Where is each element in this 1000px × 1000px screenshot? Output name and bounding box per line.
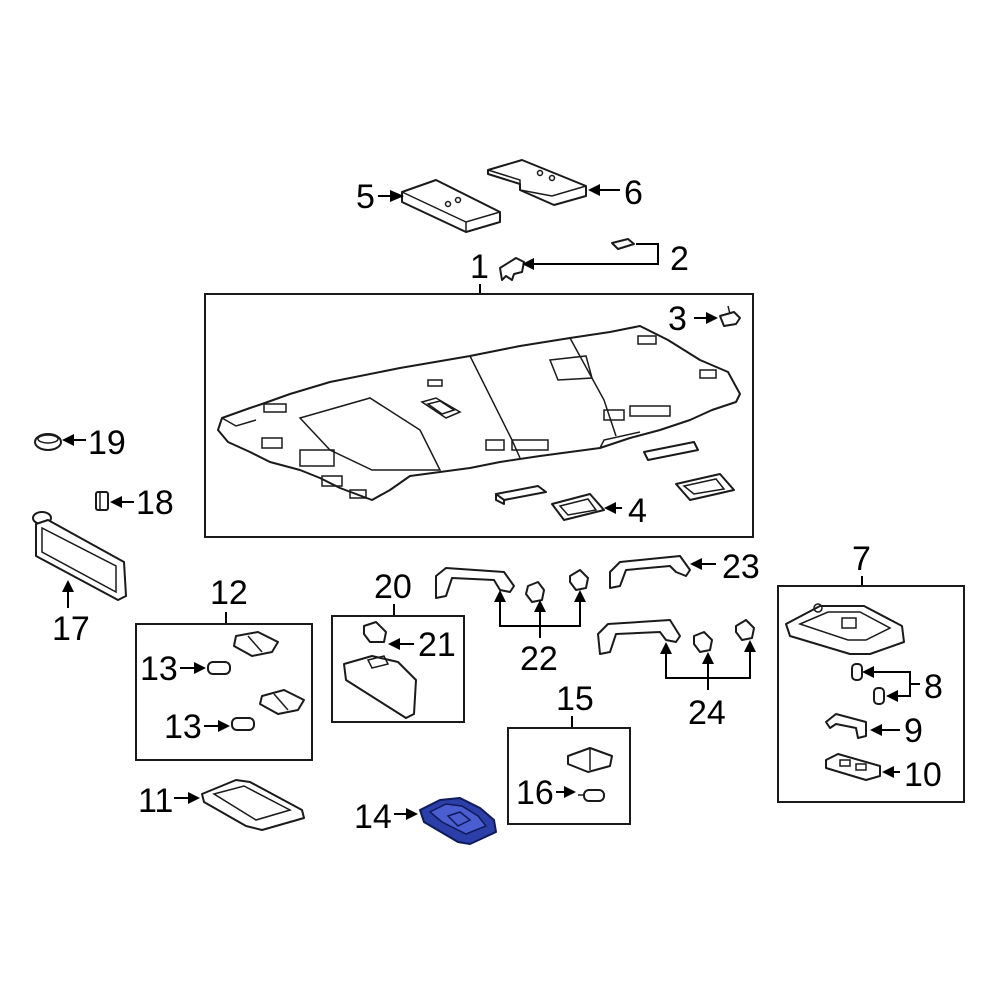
callout-2: 2 <box>670 240 689 278</box>
part-6-pad <box>487 159 587 206</box>
callout-17: 17 <box>52 610 90 648</box>
callout-1: 1 <box>470 248 489 286</box>
callout-3: 3 <box>668 300 687 338</box>
part-15-box <box>507 727 631 825</box>
callout-10: 10 <box>904 756 942 794</box>
part-18-clip <box>95 491 109 511</box>
part-13-bulbs <box>207 661 255 731</box>
part-19-cap <box>34 433 62 451</box>
part-4-handles <box>495 441 735 521</box>
part-3-clip <box>719 305 741 327</box>
part-1-headliner <box>217 325 741 501</box>
part-23-grab-handle <box>435 555 691 599</box>
callout-21: 21 <box>418 626 456 664</box>
callout-15: 15 <box>556 680 594 718</box>
callout-16: 16 <box>516 774 554 812</box>
part-16-bulb <box>578 789 605 802</box>
part-2-clip <box>499 238 635 281</box>
part-11-lamp <box>201 779 305 831</box>
callout-6: 6 <box>624 174 643 212</box>
part-8-bulbs <box>851 663 885 705</box>
callout-12: 12 <box>210 574 248 612</box>
part-20-cover <box>343 655 417 719</box>
callout-7: 7 <box>852 540 871 578</box>
part-14-highlighted[interactable] <box>419 797 497 845</box>
callout-5: 5 <box>356 178 375 216</box>
part-21-clip <box>363 621 387 643</box>
callout-24: 24 <box>688 694 726 732</box>
part-9-bracket <box>825 713 867 739</box>
part-12-lamp-brackets <box>233 631 305 715</box>
part-20-box <box>331 615 465 723</box>
callout-18: 18 <box>136 484 174 522</box>
part-10-lens <box>825 753 881 781</box>
part-5-pad <box>401 179 501 233</box>
callout-8: 8 <box>924 668 943 706</box>
part-1-box <box>204 293 754 538</box>
part-24-grab-handle <box>597 619 681 655</box>
callout-11: 11 <box>138 782 173 820</box>
part-22-clips <box>525 569 589 603</box>
part-7-console <box>785 603 905 655</box>
part-15-socket <box>567 747 613 773</box>
part-17-sun-visor <box>32 511 127 601</box>
callout-19: 19 <box>88 424 126 462</box>
callout-14[interactable]: 14 <box>354 798 392 836</box>
callout-20: 20 <box>374 568 412 606</box>
callout-23: 23 <box>722 548 760 586</box>
callout-22: 22 <box>520 640 558 678</box>
callout-13b: 13 <box>164 708 202 746</box>
part-12-box <box>135 623 313 761</box>
part-24-clips <box>693 619 755 653</box>
callout-4: 4 <box>628 492 647 530</box>
callout-9: 9 <box>904 712 923 750</box>
part-7-box <box>777 585 965 803</box>
callout-13a: 13 <box>140 650 178 688</box>
